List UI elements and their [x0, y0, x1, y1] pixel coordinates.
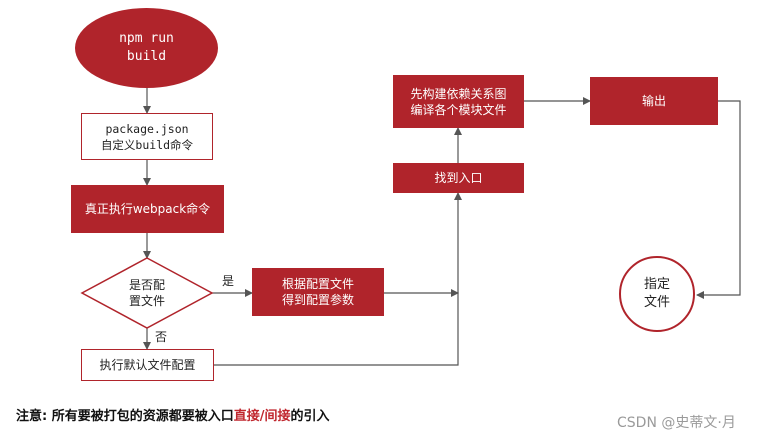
read-config-node: 根据配置文件 得到配置参数	[252, 268, 384, 316]
exec-webpack-node: 真正执行webpack命令	[71, 185, 224, 233]
yes-label: 是	[222, 274, 235, 288]
no-label: 否	[155, 330, 168, 344]
decision-label: 是否配 置文件	[128, 278, 165, 308]
build-graph-node: 先构建依赖关系图 编译各个模块文件	[393, 75, 524, 128]
edge-default-to-entry	[214, 192, 462, 366]
footnote-direct: 直接	[233, 409, 260, 424]
watermark: CSDN @史蒂文·月	[617, 415, 736, 431]
footnote-prefix: 注意: 所有要被打包的资源都要被入口	[16, 409, 234, 424]
default-config-node: 执行默认文件配置	[81, 349, 214, 381]
target-file-node: 指定 文件	[619, 256, 695, 332]
package-json-node: package.json 自定义build命令	[81, 113, 213, 160]
start-node: npm run build	[75, 8, 218, 88]
footnote-indirect: 间接	[264, 409, 291, 424]
decision-diamond	[80, 257, 214, 329]
output-node: 输出	[590, 77, 718, 125]
find-entry-node: 找到入口	[393, 163, 524, 193]
footnote-suffix: 的引入	[290, 409, 330, 424]
footnote-slash: /	[259, 409, 265, 424]
edge-output-to-target	[696, 100, 741, 299]
footnote: 注意: 所有要被打包的资源都要被入口直接/间接的引入	[16, 405, 330, 424]
